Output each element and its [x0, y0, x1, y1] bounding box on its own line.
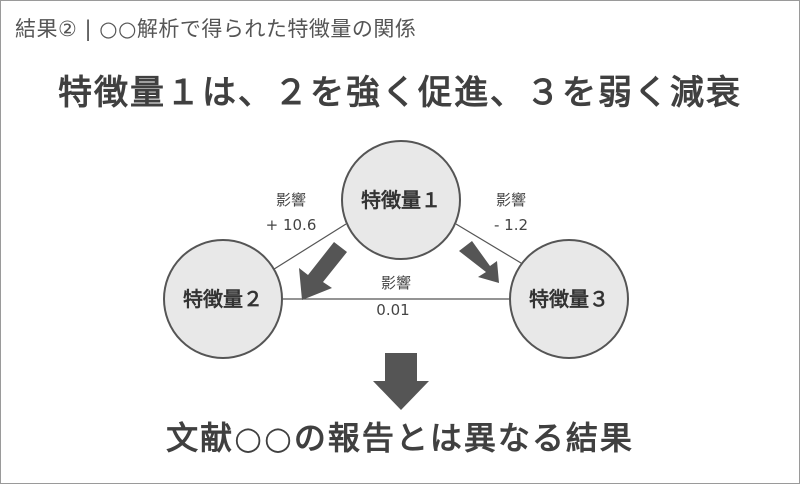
main-title: 特徴量１は、２を強く促進、３を弱く減衰: [58, 73, 742, 113]
edge-1-2-label: 影響: [276, 191, 306, 209]
conclusion-text: 文献○○の報告とは異なる結果: [166, 419, 634, 457]
edge-1-3-label: 影響: [496, 191, 526, 209]
arrow-down-left-icon: [299, 242, 347, 300]
node-feature-2-label: 特徴量２: [183, 287, 263, 311]
node-feature-2: 特徴量２: [163, 239, 283, 359]
node-feature-3: 特徴量３: [509, 239, 629, 359]
edge-1-2-value: + 10.6: [266, 216, 317, 234]
node-feature-3-label: 特徴量３: [529, 287, 609, 311]
node-feature-1-label: 特徴量１: [361, 188, 441, 212]
edge-line-1-3: [455, 223, 527, 267]
edge-2-3-value: 0.01: [376, 301, 409, 319]
slide-heading: 結果② | ○○解析で得られた特徴量の関係: [15, 17, 417, 41]
arrow-down-right-icon: [459, 241, 499, 283]
node-feature-1: 特徴量１: [341, 140, 461, 260]
edge-2-3-label: 影響: [381, 274, 411, 292]
edge-line-1-2: [270, 223, 347, 272]
arrow-down-icon: [373, 353, 429, 410]
edge-1-3-value: - 1.2: [494, 216, 528, 234]
